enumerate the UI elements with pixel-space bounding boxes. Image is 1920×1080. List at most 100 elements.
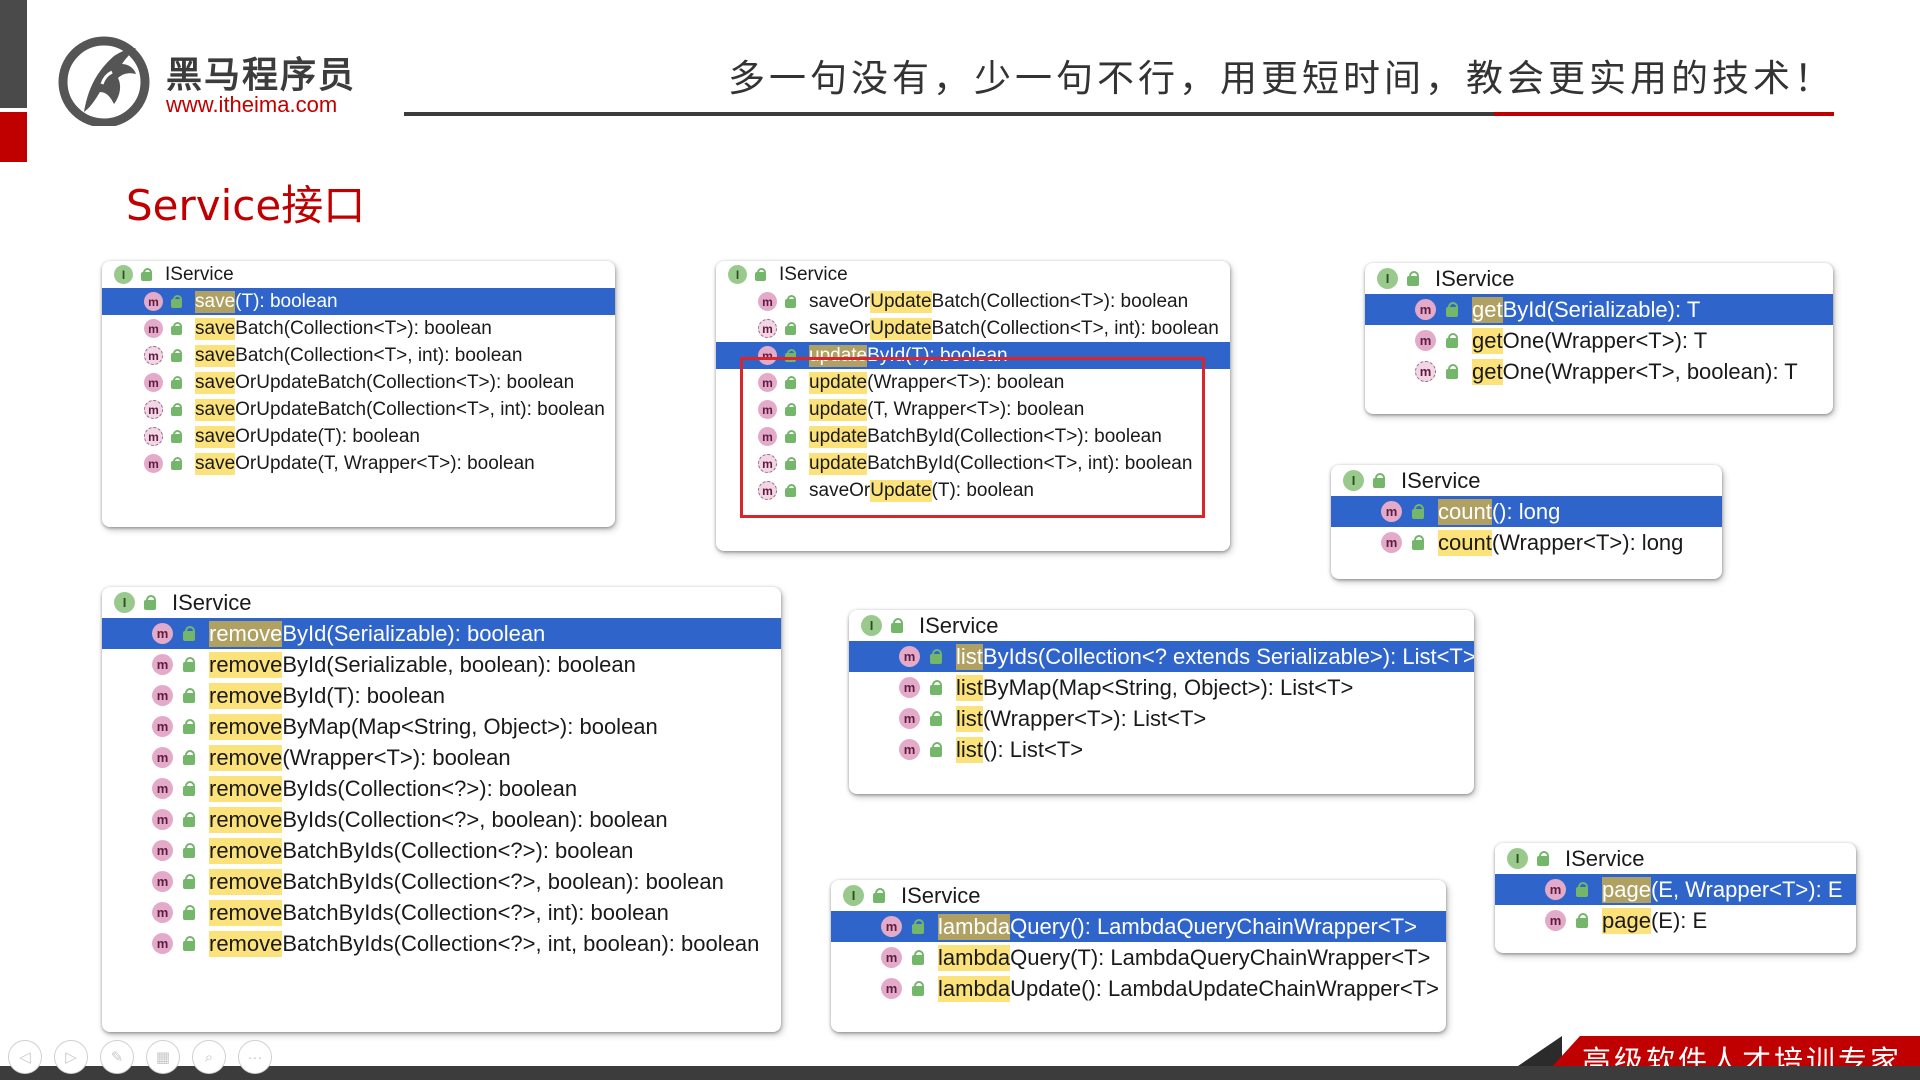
method-icon: m	[152, 747, 173, 768]
method-icon: m	[1415, 361, 1436, 382]
method-name-rest: ByMap(Map<String, Object>): List<T>	[982, 674, 1354, 700]
public-lock-icon	[1407, 270, 1419, 286]
method-name-rest: OrUpdate(T): boolean	[235, 425, 420, 447]
method-name-prefix: saveOr	[809, 317, 871, 339]
zoom-icon[interactable]: ⌕	[192, 1040, 226, 1074]
more-icon[interactable]: ···	[238, 1040, 272, 1074]
prev-icon[interactable]: ◁	[8, 1040, 42, 1074]
method-name-rest: BatchByIds(Collection<?>): boolean	[282, 837, 634, 863]
search-match: count	[1438, 498, 1492, 525]
header-rule-accent	[1494, 112, 1834, 116]
interface-icon: I	[861, 615, 882, 636]
search-match: remove	[209, 837, 283, 864]
public-lock-icon	[141, 267, 153, 281]
interface-icon: I	[1343, 470, 1364, 491]
logo-name: 黑马程序员	[166, 55, 357, 96]
method-icon: m	[152, 902, 173, 923]
public-lock-icon	[1537, 850, 1549, 866]
public-lock-icon	[873, 887, 885, 903]
public-lock-icon	[785, 321, 797, 335]
method-icon: m	[899, 646, 920, 667]
method-icon: m	[1415, 299, 1436, 320]
search-match: get	[1472, 358, 1503, 385]
method-name-rest: One(Wrapper<T>): T	[1502, 327, 1708, 353]
public-lock-icon	[912, 980, 924, 996]
method-icon: m	[758, 346, 777, 365]
method-signature: remove(Wrapper<T>): boolean	[209, 744, 511, 771]
method-signature: page(E): E	[1602, 907, 1707, 934]
next-icon[interactable]: ▷	[54, 1040, 88, 1074]
public-lock-icon	[171, 402, 183, 416]
method-signature: count(): long	[1438, 498, 1560, 525]
method-icon: m	[758, 319, 777, 338]
public-lock-icon	[171, 294, 183, 308]
method-name-rest: OrUpdateBatch(Collection<T>): boolean	[235, 371, 575, 393]
public-lock-icon	[183, 904, 195, 920]
search-match: remove	[209, 620, 283, 647]
method-name-rest: One(Wrapper<T>, boolean): T	[1502, 358, 1798, 384]
interface-name: IService	[779, 263, 848, 285]
method-name-rest: Query(T): LambdaQueryChainWrapper<T>	[1010, 944, 1431, 970]
method-row[interactable]: m remove(Wrapper<T>): boolean	[102, 742, 781, 773]
interface-icon: I	[114, 592, 135, 613]
public-lock-icon	[1446, 332, 1458, 348]
slides-icon[interactable]: ▦	[146, 1040, 180, 1074]
search-match: page	[1602, 876, 1651, 903]
search-match: lambda	[938, 944, 1011, 971]
search-match: remove	[209, 744, 283, 771]
method-icon: m	[152, 840, 173, 861]
public-lock-icon	[1446, 363, 1458, 379]
method-name-rest: ById(Serializable, boolean): boolean	[282, 651, 636, 677]
pen-icon[interactable]: ✎	[100, 1040, 134, 1074]
public-lock-icon	[171, 348, 183, 362]
